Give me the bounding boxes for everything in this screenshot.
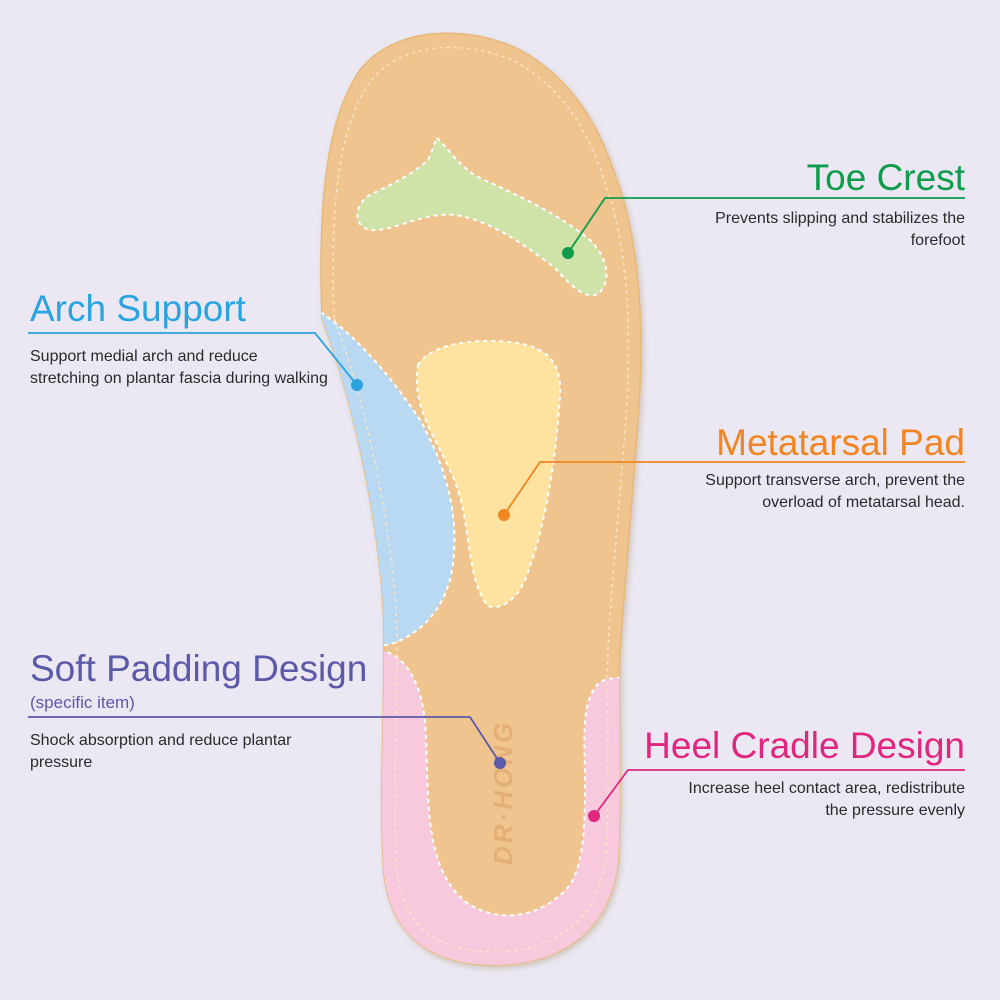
arch-support-description: Support medial arch and reduce stretchin…	[30, 348, 328, 387]
soft-padding-description: Shock absorption and reduce plantar pres…	[30, 732, 292, 771]
heel-cradle-zone	[368, 648, 641, 965]
soft-padding-title: Soft Padding Design	[30, 648, 368, 689]
heel-cradle-title: Heel Cradle Design	[644, 725, 965, 766]
soft-padding-leader-line	[28, 716, 501, 764]
arch-support-leader-line	[28, 332, 358, 386]
metatarsal-pad-dot	[498, 509, 510, 521]
arch-support-dot	[351, 379, 363, 391]
heel-cradle-description: Increase heel contact area, redistribute…	[688, 780, 965, 819]
toe-crest-description: Prevents slipping and stabilizes the for…	[715, 210, 965, 249]
metatarsal-pad-leader-line	[503, 461, 965, 516]
metatarsal-pad-description: Support transverse arch, prevent the ove…	[705, 472, 965, 511]
toe-crest-leader-line	[567, 197, 965, 254]
brand-mark: DR·HONG	[488, 720, 518, 865]
metatarsal-pad-title: Metatarsal Pad	[716, 422, 965, 463]
heel-cradle-dot	[588, 810, 600, 822]
soft-padding-subtitle: (specific item)	[30, 693, 135, 712]
metatarsal-pad-zone	[415, 339, 562, 608]
toe-crest-title: Toe Crest	[806, 157, 965, 198]
toe-crest-dot	[562, 247, 574, 259]
toe-crest-zone	[356, 136, 608, 297]
insole-stitching	[332, 46, 630, 953]
arch-support-title: Arch Support	[30, 288, 246, 329]
soft-padding-dot	[494, 757, 506, 769]
heel-cradle-leader-line	[593, 769, 965, 817]
